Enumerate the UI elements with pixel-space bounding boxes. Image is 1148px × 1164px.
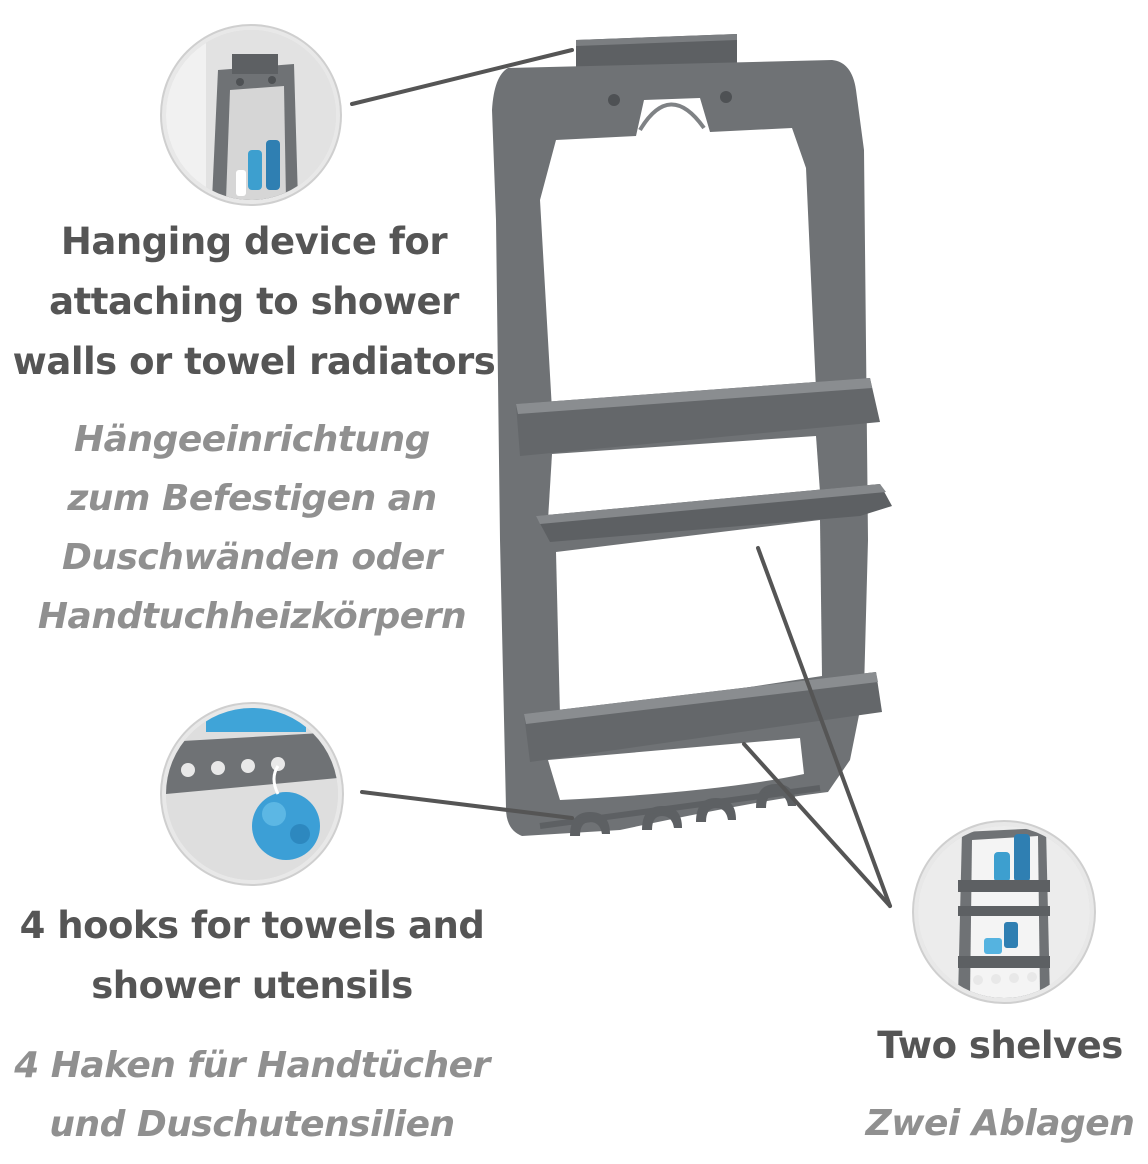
hanging-detail-image [166,30,336,200]
hooks-detail-image [166,708,338,880]
hanging-de-line: zum Befestigen an [67,478,437,519]
shelves-title: Two shelves [860,1016,1140,1076]
hooks-de-line: und Duschutensilien [49,1104,455,1145]
hooks-en-line: shower utensils [91,964,413,1007]
hooks-de-line: 4 Haken für Handtücher [14,1045,490,1086]
detail-circle-hanging [162,26,340,204]
shelves-subtitle-de: Zwei Ablagen [856,1094,1144,1153]
shelves-detail-image [918,826,1090,998]
hooks-subtitle-de: 4 Haken für Handtücher und Duschutensili… [0,1036,504,1154]
shelves-de-line: Zwei Ablagen [865,1103,1135,1144]
hanging-device-subtitle-de: Hängeeinrichtung zum Befestigen an Dusch… [0,410,504,646]
hooks-title: 4 hooks for towels and shower utensils [0,896,504,1016]
shelves-en-line: Two shelves [877,1024,1123,1067]
detail-circle-shelves [914,822,1094,1002]
hanging-de-line: Duschwänden oder [61,537,443,578]
hanging-en-line: attaching to shower [49,280,459,323]
hanging-en-line: Hanging device for [60,220,448,263]
detail-circle-hooks [162,704,342,884]
hanging-en-line: walls or towel radiators [12,340,496,383]
hanging-de-line: Hängeeinrichtung [74,419,430,460]
hanging-device-title: Hanging device for attaching to shower w… [4,212,504,392]
hanging-de-line: Handtuchheizkörpern [37,596,467,637]
hooks-en-line: 4 hooks for towels and [19,904,485,947]
